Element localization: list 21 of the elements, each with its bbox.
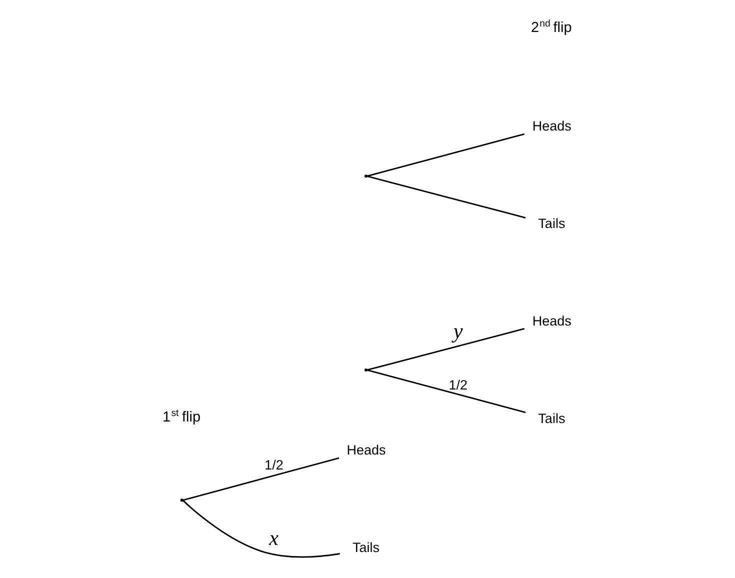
node-text: Heads	[346, 442, 386, 458]
connector	[366, 176, 526, 218]
node-text: Tails	[538, 410, 566, 426]
connector	[182, 500, 340, 558]
node-point	[364, 368, 368, 372]
connector	[366, 328, 525, 371]
edge-label: x	[269, 526, 279, 550]
connector	[366, 133, 525, 177]
label: 1$^{st}$ flip	[162, 408, 200, 426]
node-text: Heads	[532, 313, 572, 328]
edge-label: y	[453, 318, 463, 343]
edge-label: 1/2	[264, 458, 284, 473]
label: 2$^{nd}$ flip	[530, 18, 572, 36]
connector	[366, 369, 526, 414]
node-text: Tails	[352, 540, 380, 555]
node-text: Heads	[532, 118, 572, 134]
node-point	[364, 174, 368, 178]
node-point	[180, 498, 184, 502]
node-text: Tails	[538, 216, 566, 231]
edge-label: 1/2	[448, 377, 468, 392]
connector	[182, 457, 340, 501]
